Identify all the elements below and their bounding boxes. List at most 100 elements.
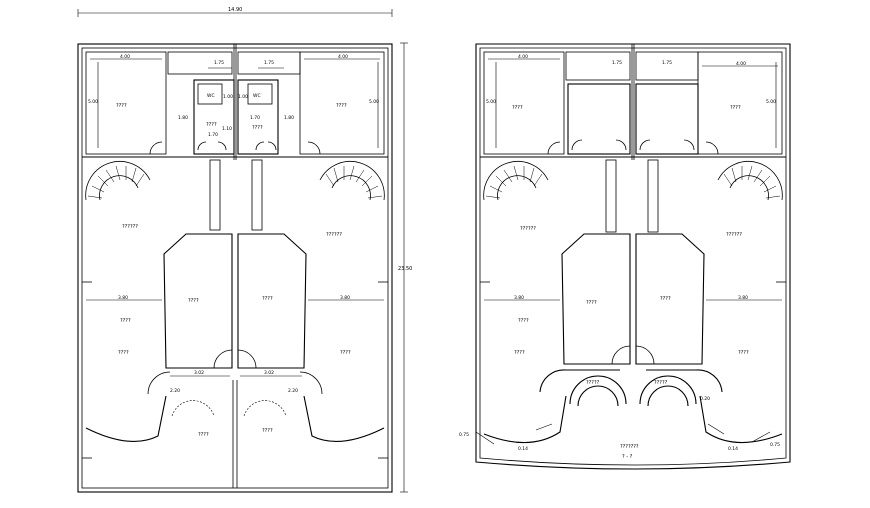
label-center-left: ???? <box>188 298 199 304</box>
label-bottom-left: ???? <box>198 432 209 438</box>
right-plan: 4.00 4.00 5.00 5.00 ???? ???? 1.75 1.75 <box>459 43 791 470</box>
dim-r-stair-right: 1.75 <box>662 60 672 66</box>
r-front-arc-left-inner <box>577 385 619 407</box>
r-shaft-right <box>647 159 659 233</box>
door-arc <box>237 349 257 369</box>
label-hall-left: ?????? <box>122 224 138 230</box>
label-mid-left-b: ???? <box>118 350 129 356</box>
label-r-entry: ??????? <box>620 444 639 450</box>
front-curve-right <box>303 395 385 442</box>
dim-top-right-height: 5.00 <box>369 99 379 105</box>
dim-bottom-left: 3.02 <box>194 370 204 376</box>
left-inner-wall-line <box>81 47 389 489</box>
r-center-top-right <box>635 83 699 155</box>
left-outer-wall <box>77 43 393 493</box>
label-mid-left-a: ???? <box>120 318 131 324</box>
r-front-arc-left <box>569 375 627 405</box>
r-spiral-stair-right <box>717 161 783 201</box>
dim-bottom-right: 3.02 <box>264 370 274 376</box>
r-stair-left <box>565 51 631 81</box>
dim-bath-right: 1.80 <box>284 115 294 121</box>
spiral-stair-left <box>85 161 151 201</box>
dim-r-top-left-h: 5.00 <box>486 99 496 105</box>
r-stair-right <box>635 51 699 81</box>
door-arc <box>683 139 695 151</box>
r-porch-right <box>646 369 723 393</box>
r-front-curve-right <box>699 395 783 444</box>
door-arc <box>547 141 561 155</box>
left-room-top-left <box>85 51 167 155</box>
label-r-mid-left-b: ???? <box>514 350 525 356</box>
dim-bath-center-2: 1.70 <box>208 132 218 138</box>
dim-top-right-room: 4.00 <box>338 54 348 60</box>
dim-r-mid-left: 3.80 <box>514 295 524 301</box>
wc-left <box>197 83 223 105</box>
overall-width-label: 14.90 <box>228 7 242 13</box>
label-hall-right: ?????? <box>326 232 342 238</box>
door-arc <box>255 141 265 151</box>
door-arc <box>267 141 277 151</box>
label-room-top-right: ???? <box>336 103 347 109</box>
label-r-hall-left: ?????? <box>520 226 536 232</box>
r-front-arc-right-inner <box>647 385 689 407</box>
right-outer-wall <box>475 43 791 470</box>
label-r-room-top-right: ???? <box>730 105 741 111</box>
r-shaft-left <box>605 159 617 233</box>
r-front-arc-right <box>639 375 697 405</box>
wc-right <box>247 83 273 105</box>
label-wc-right: WC <box>253 93 261 99</box>
dim-wc-left: 1.00 <box>223 94 233 100</box>
dim-r-top-left: 4.00 <box>518 54 528 60</box>
porch-arc-right <box>299 371 323 395</box>
stair-right-top <box>237 51 301 75</box>
dim-r-porch-right: 0.20 <box>700 396 710 402</box>
dim-r-side-left: 0.75 <box>459 432 469 438</box>
door-arc <box>213 349 233 369</box>
left-overall-height-dimension: 23.50 <box>398 42 412 493</box>
r-center-room-left <box>561 233 631 365</box>
bath-right <box>237 79 279 155</box>
label-room-top-left: ???? <box>116 103 127 109</box>
label-bottom-right: ???? <box>262 428 273 434</box>
right-room-top-left <box>483 51 565 155</box>
bath-left <box>193 79 235 155</box>
label-r-porch-right: ????? <box>654 380 668 386</box>
dim-r-arc-left: 0.14 <box>518 446 528 452</box>
label-mid-right: ???? <box>340 350 351 356</box>
dim-r-top-right: 4.00 <box>736 61 746 67</box>
dashed-arc <box>171 400 215 417</box>
shaft-right <box>251 159 263 231</box>
right-inner-wall-line <box>479 47 787 466</box>
door-arc <box>197 141 207 151</box>
label-wc-left: WC <box>207 93 215 99</box>
shaft-left <box>209 159 221 231</box>
spiral-stair-right <box>319 161 385 201</box>
overall-height-label: 23.50 <box>398 266 412 272</box>
label-r-mid-right: ???? <box>738 350 749 356</box>
door-arc <box>611 345 631 365</box>
left-room-top-right <box>299 51 385 155</box>
dim-stair-right: 1.75 <box>264 60 274 66</box>
door-arc <box>307 141 321 155</box>
dim-r-arc-right: 0.14 <box>728 446 738 452</box>
door-arc <box>615 139 627 151</box>
r-center-top-left <box>567 83 631 155</box>
front-curve-left <box>85 395 167 442</box>
dim-stair-left: 1.75 <box>214 60 224 66</box>
dim-bath-left: 1.80 <box>178 115 188 121</box>
label-r-center-left: ???? <box>586 300 597 306</box>
porch-arc-left <box>147 371 171 395</box>
r-front-curve-left <box>483 395 567 444</box>
r-spiral-stair-left <box>483 161 549 201</box>
label-r-mid-left-a: ???? <box>518 318 529 324</box>
door-arc <box>149 141 163 155</box>
dim-porch-right: 2.20 <box>288 388 298 394</box>
dim-r-mid-right: 3.80 <box>738 295 748 301</box>
door-arc <box>705 141 719 155</box>
dim-wc-right: 1.00 <box>238 94 248 100</box>
label-bath-right: ???? <box>252 125 263 131</box>
dim-mid-left: 3.80 <box>118 295 128 301</box>
dim-top-left-room: 4.00 <box>120 54 130 60</box>
